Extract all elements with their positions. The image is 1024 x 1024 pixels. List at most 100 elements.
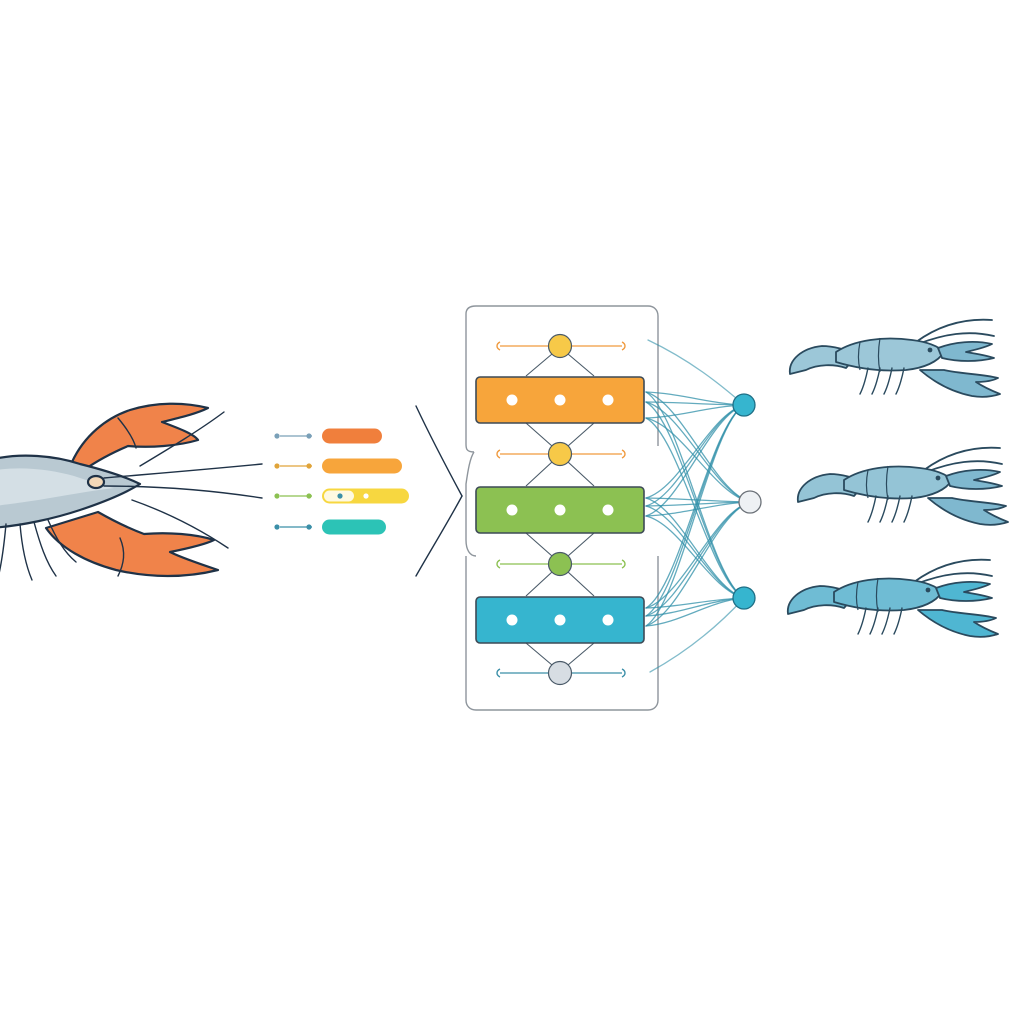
feature-dot-end <box>306 433 312 439</box>
output-crayfish-icon <box>787 558 999 638</box>
layer-link-3 <box>525 461 553 487</box>
input-crayfish-icon <box>0 402 263 581</box>
layer-link-6 <box>525 642 553 666</box>
connection-line-bottom <box>649 597 745 673</box>
feature-bar <box>322 458 402 474</box>
connection-line-15 <box>645 505 745 599</box>
output-crayfish-icon <box>789 318 1001 398</box>
upper-claw <box>935 581 993 602</box>
feature-row-4 <box>274 519 386 535</box>
panel-frame-top <box>465 305 659 453</box>
antenna <box>915 318 993 343</box>
antenna <box>913 558 991 583</box>
connector-cap-left <box>496 341 501 351</box>
leg <box>867 495 877 523</box>
layer-teal <box>475 596 645 644</box>
feature-dot-start <box>274 463 280 469</box>
feature-bar-dot <box>363 493 369 499</box>
connection-line-26 <box>645 501 751 627</box>
layer-node <box>506 504 518 516</box>
lower-claw <box>917 609 999 638</box>
layer-link-5 <box>525 571 553 597</box>
feature-dot-start <box>274 524 280 530</box>
leg <box>891 495 901 523</box>
feature-dot-end <box>306 463 312 469</box>
leg <box>881 607 891 635</box>
body <box>835 337 945 372</box>
feature-bars <box>274 428 409 535</box>
layer-link-6 <box>567 642 595 666</box>
body-segment <box>857 341 861 371</box>
layer-link-2 <box>525 422 553 447</box>
output-node-top <box>732 393 756 417</box>
leg <box>871 367 881 395</box>
panel-frame-mid <box>465 451 477 557</box>
feature-dot-start <box>274 433 280 439</box>
body-segment <box>865 469 869 499</box>
eye <box>925 587 931 593</box>
upper-claw <box>945 469 1003 490</box>
connector-cap-left <box>496 449 501 459</box>
lower-antenna <box>131 499 229 549</box>
feature-row-2 <box>274 458 402 474</box>
feature-dot-start <box>274 493 280 499</box>
feature-row-1 <box>274 428 382 444</box>
connector-node <box>547 660 573 686</box>
feature-bar-dot <box>337 493 343 499</box>
layer-link-1 <box>567 353 595 377</box>
eye <box>935 475 941 481</box>
lower-claw-joint <box>117 537 125 577</box>
output-node-bottom <box>732 586 756 610</box>
output-nodes <box>732 393 762 610</box>
body <box>833 577 943 612</box>
antenna <box>923 446 1001 471</box>
connector-row-3 <box>496 551 626 577</box>
layer-link-3 <box>567 461 595 487</box>
connector-node <box>547 551 573 577</box>
layer-node <box>602 394 614 406</box>
leg <box>869 607 879 635</box>
sensor-line-1 <box>103 463 263 479</box>
body <box>843 465 953 500</box>
antenna <box>925 460 1003 473</box>
connection-line-16 <box>645 404 745 517</box>
upper-claw-icon <box>70 402 210 472</box>
layer-link-2 <box>567 422 595 447</box>
connector-cap-left <box>496 668 501 678</box>
leg <box>893 607 903 635</box>
connector-cap-right <box>621 341 626 351</box>
crayfish-leg-3 <box>33 521 57 577</box>
upper-antenna <box>139 411 225 467</box>
connector-node <box>547 441 573 467</box>
connection-line-top <box>647 339 745 406</box>
eye <box>927 347 933 353</box>
layer-node <box>506 394 518 406</box>
lower-claw <box>919 369 1001 398</box>
layer-link-4 <box>525 532 553 557</box>
crayfish-leg-2 <box>19 523 33 581</box>
network-layers <box>475 333 645 686</box>
leg <box>883 367 893 395</box>
layer-orange <box>475 376 645 424</box>
crayfish-body-shade <box>0 468 114 506</box>
output-node-mid <box>738 490 762 514</box>
leg <box>903 495 913 523</box>
layer-link-4 <box>567 532 595 557</box>
connector-row-1 <box>496 333 626 359</box>
panel-frame-bottom <box>465 556 659 711</box>
feature-dot-end <box>306 493 312 499</box>
connection-line-25 <box>645 404 745 627</box>
feature-bar <box>322 428 382 444</box>
connector-row-2 <box>496 441 626 467</box>
connection-line-7 <box>645 404 745 419</box>
chevron-right-icon <box>415 405 463 577</box>
feature-dot-end <box>306 524 312 530</box>
antenna <box>917 332 995 345</box>
layer-node <box>602 504 614 516</box>
connector-cap-right <box>621 559 626 569</box>
connector-cap-right <box>621 449 626 459</box>
leg <box>895 367 905 395</box>
lower-claw <box>927 497 1009 526</box>
crayfish-leg-1 <box>0 523 7 573</box>
